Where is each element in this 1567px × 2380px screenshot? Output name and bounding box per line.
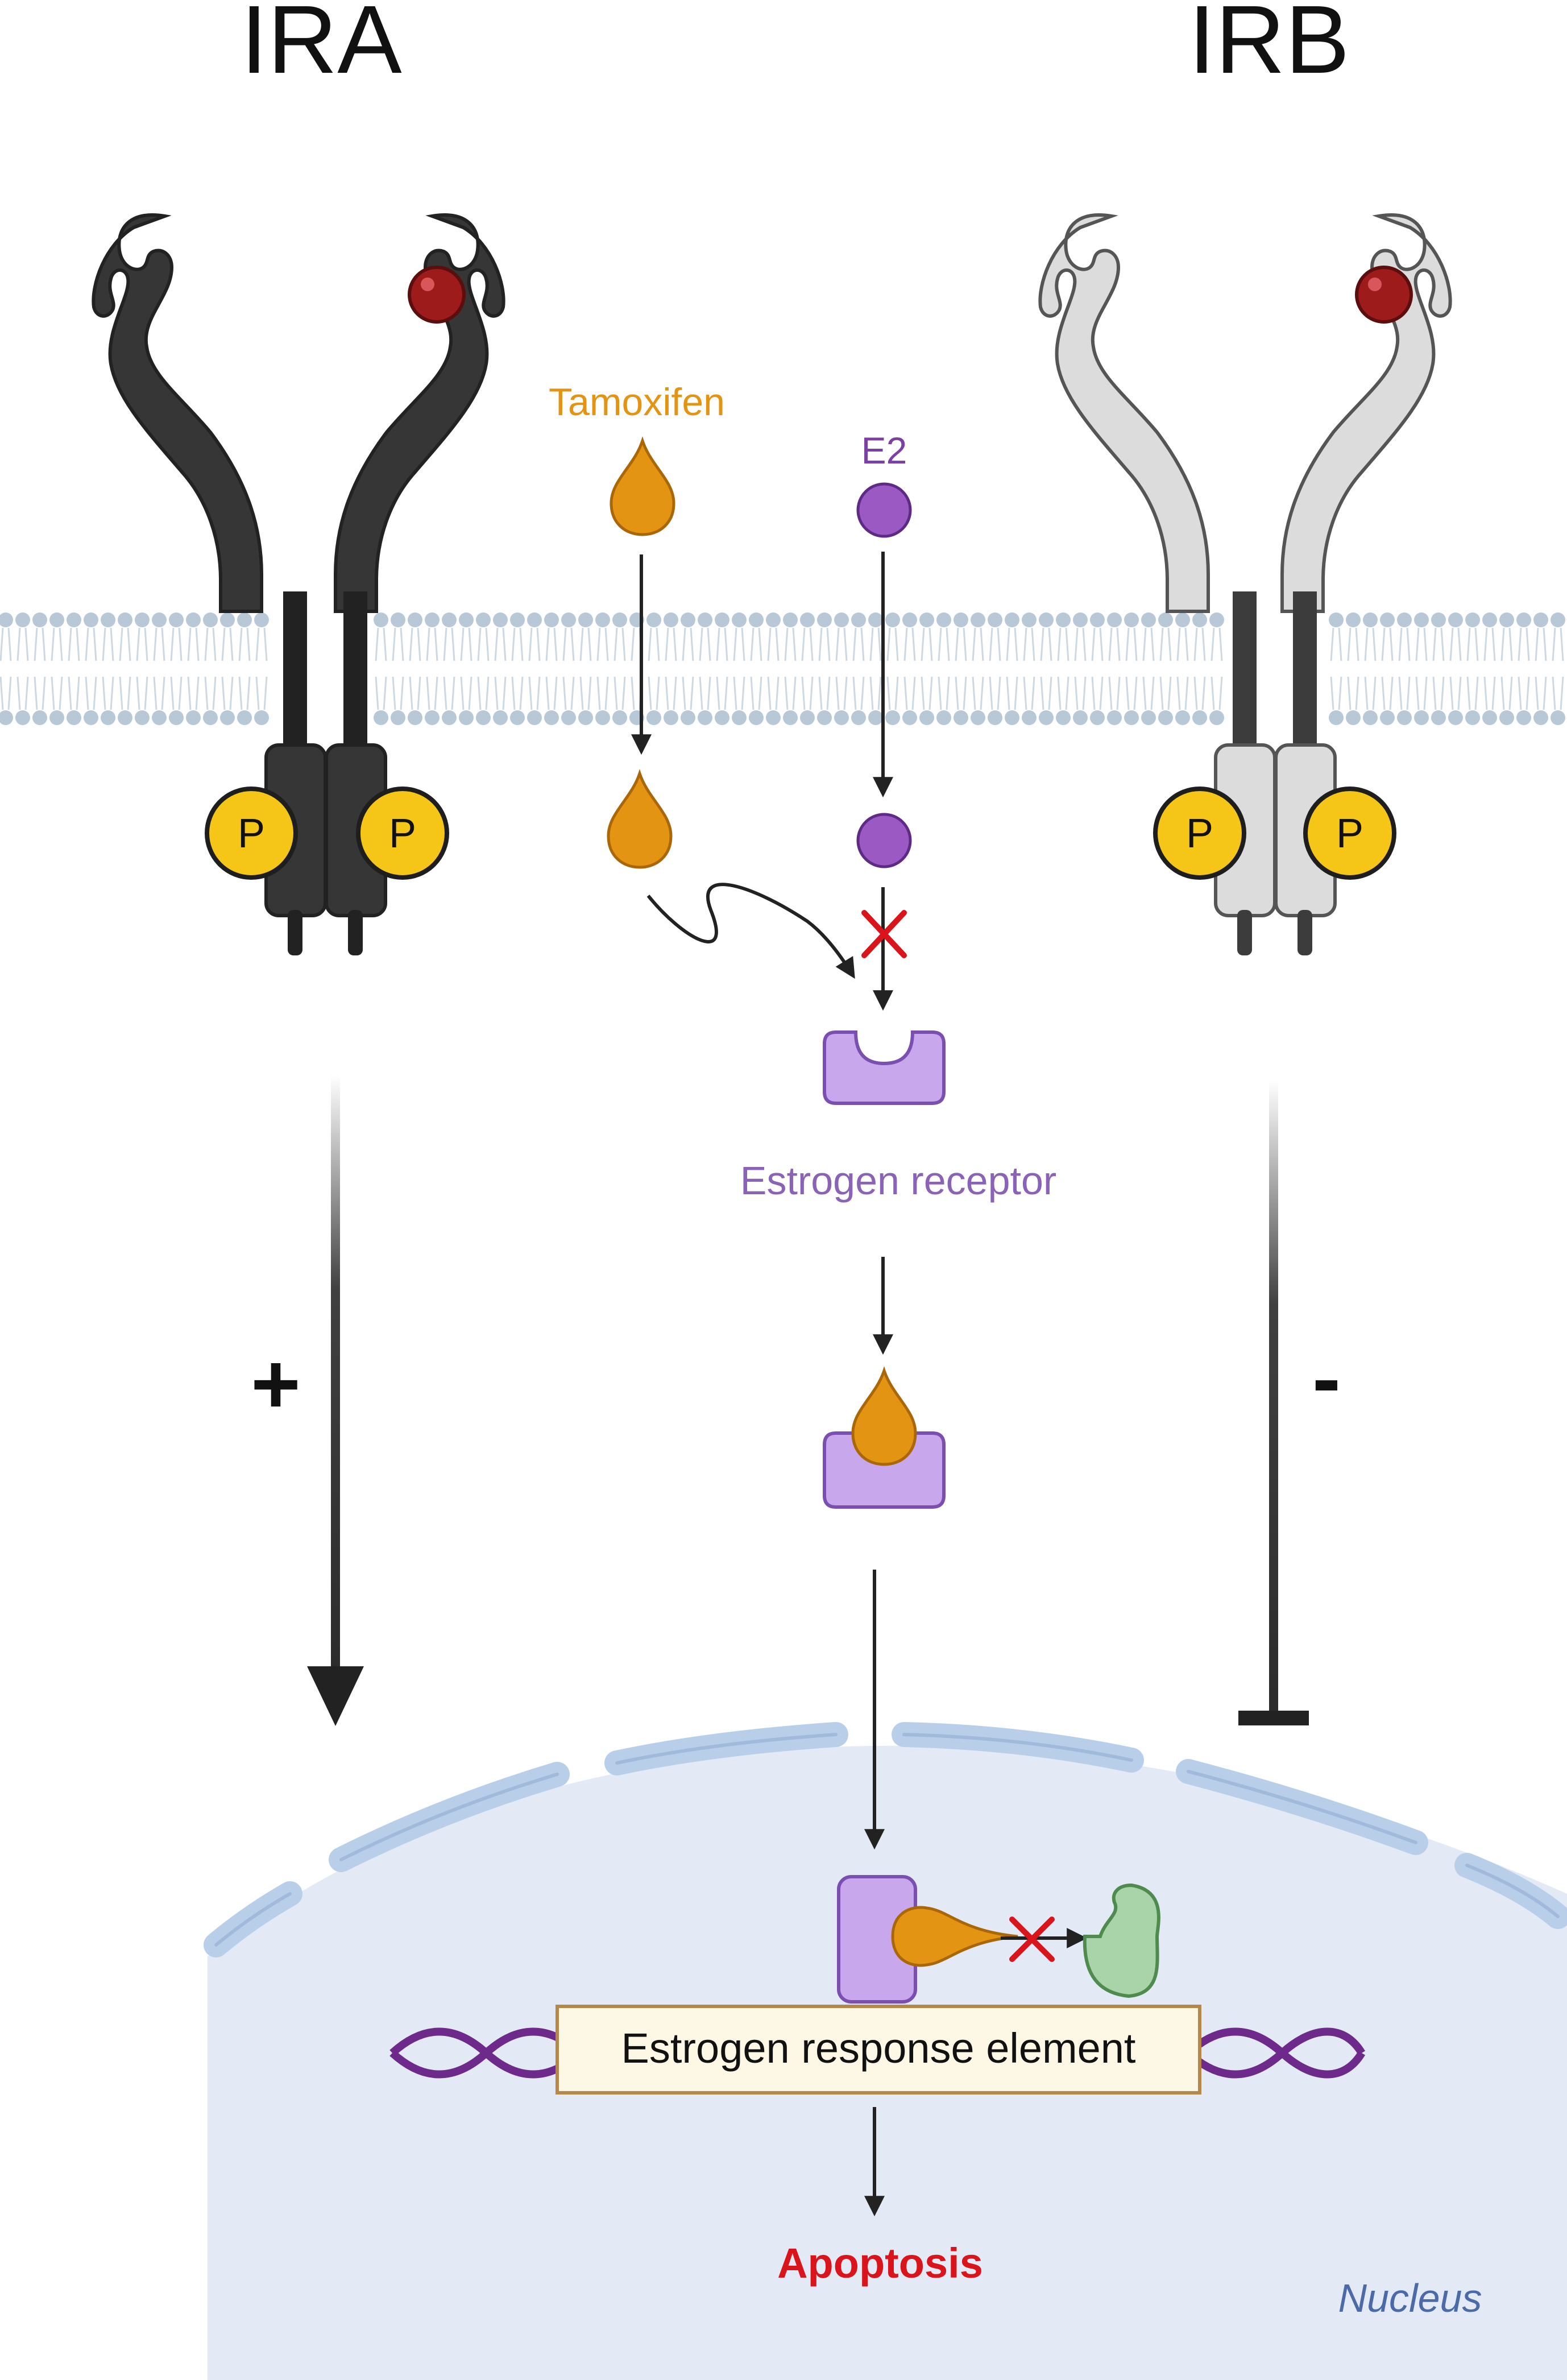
ira-effect-sign: + — [251, 1336, 301, 1431]
tamoxifen-drop-icon — [607, 769, 673, 869]
nuclear-complex: Estrogen response element Apoptosis — [389, 1875, 1365, 2287]
irb-phospho-right: P — [1303, 787, 1396, 880]
dna-left-icon — [389, 2027, 583, 2079]
estrogen-receptor-icon — [823, 1030, 946, 1105]
e2-molecule-icon — [856, 482, 912, 538]
irb-phospho-left: P — [1153, 787, 1246, 880]
estrogen-receptor-label: Estrogen receptor — [740, 1158, 1056, 1203]
estrogen-receptor: Estrogen receptor — [740, 1030, 1056, 1850]
irb-effect-sign: - — [1312, 1330, 1341, 1426]
insulin-ligand-icon — [408, 266, 466, 324]
e2-block-x-icon — [861, 910, 907, 958]
cell-membrane — [0, 612, 1565, 725]
e2-pathway: E2 — [856, 429, 912, 1011]
svg-text:P: P — [1186, 811, 1213, 856]
svg-text:P: P — [238, 811, 265, 856]
ira-activation-arrow: + — [251, 1075, 364, 1726]
nucleus-label: Nucleus — [1338, 2276, 1482, 2320]
irb-label: IRB — [1188, 0, 1349, 94]
ere-label: Estrogen response element — [621, 2025, 1136, 2072]
tamoxifen-label: Tamoxifen — [549, 380, 725, 424]
svg-text:P: P — [389, 811, 416, 856]
ira-receptor: P P IRA — [93, 0, 503, 955]
svg-text:P: P — [1336, 811, 1363, 856]
coactivator-icon — [1083, 1883, 1160, 1998]
ira-phospho-right: P — [356, 787, 449, 880]
apoptosis-label: Apoptosis — [777, 2240, 983, 2287]
e2-molecule-icon — [856, 813, 912, 868]
coactivator-block-x-icon — [1009, 1917, 1055, 1962]
tamoxifen-pathway: Tamoxifen — [549, 380, 855, 979]
irb-receptor: P P IRB — [1040, 0, 1450, 955]
ira-label: IRA — [241, 0, 402, 94]
e2-label: E2 — [861, 429, 907, 471]
ere-box — [556, 2005, 1201, 2095]
ira-phospho-left: P — [205, 787, 298, 880]
tamoxifen-drop-icon — [610, 436, 675, 536]
irb-inhibition-arrow: - — [1238, 1081, 1341, 1725]
tamoxifen-bound-receptor — [823, 1366, 946, 1509]
dna-right-icon — [1185, 2027, 1365, 2079]
insulin-ligand-icon — [1355, 266, 1413, 324]
